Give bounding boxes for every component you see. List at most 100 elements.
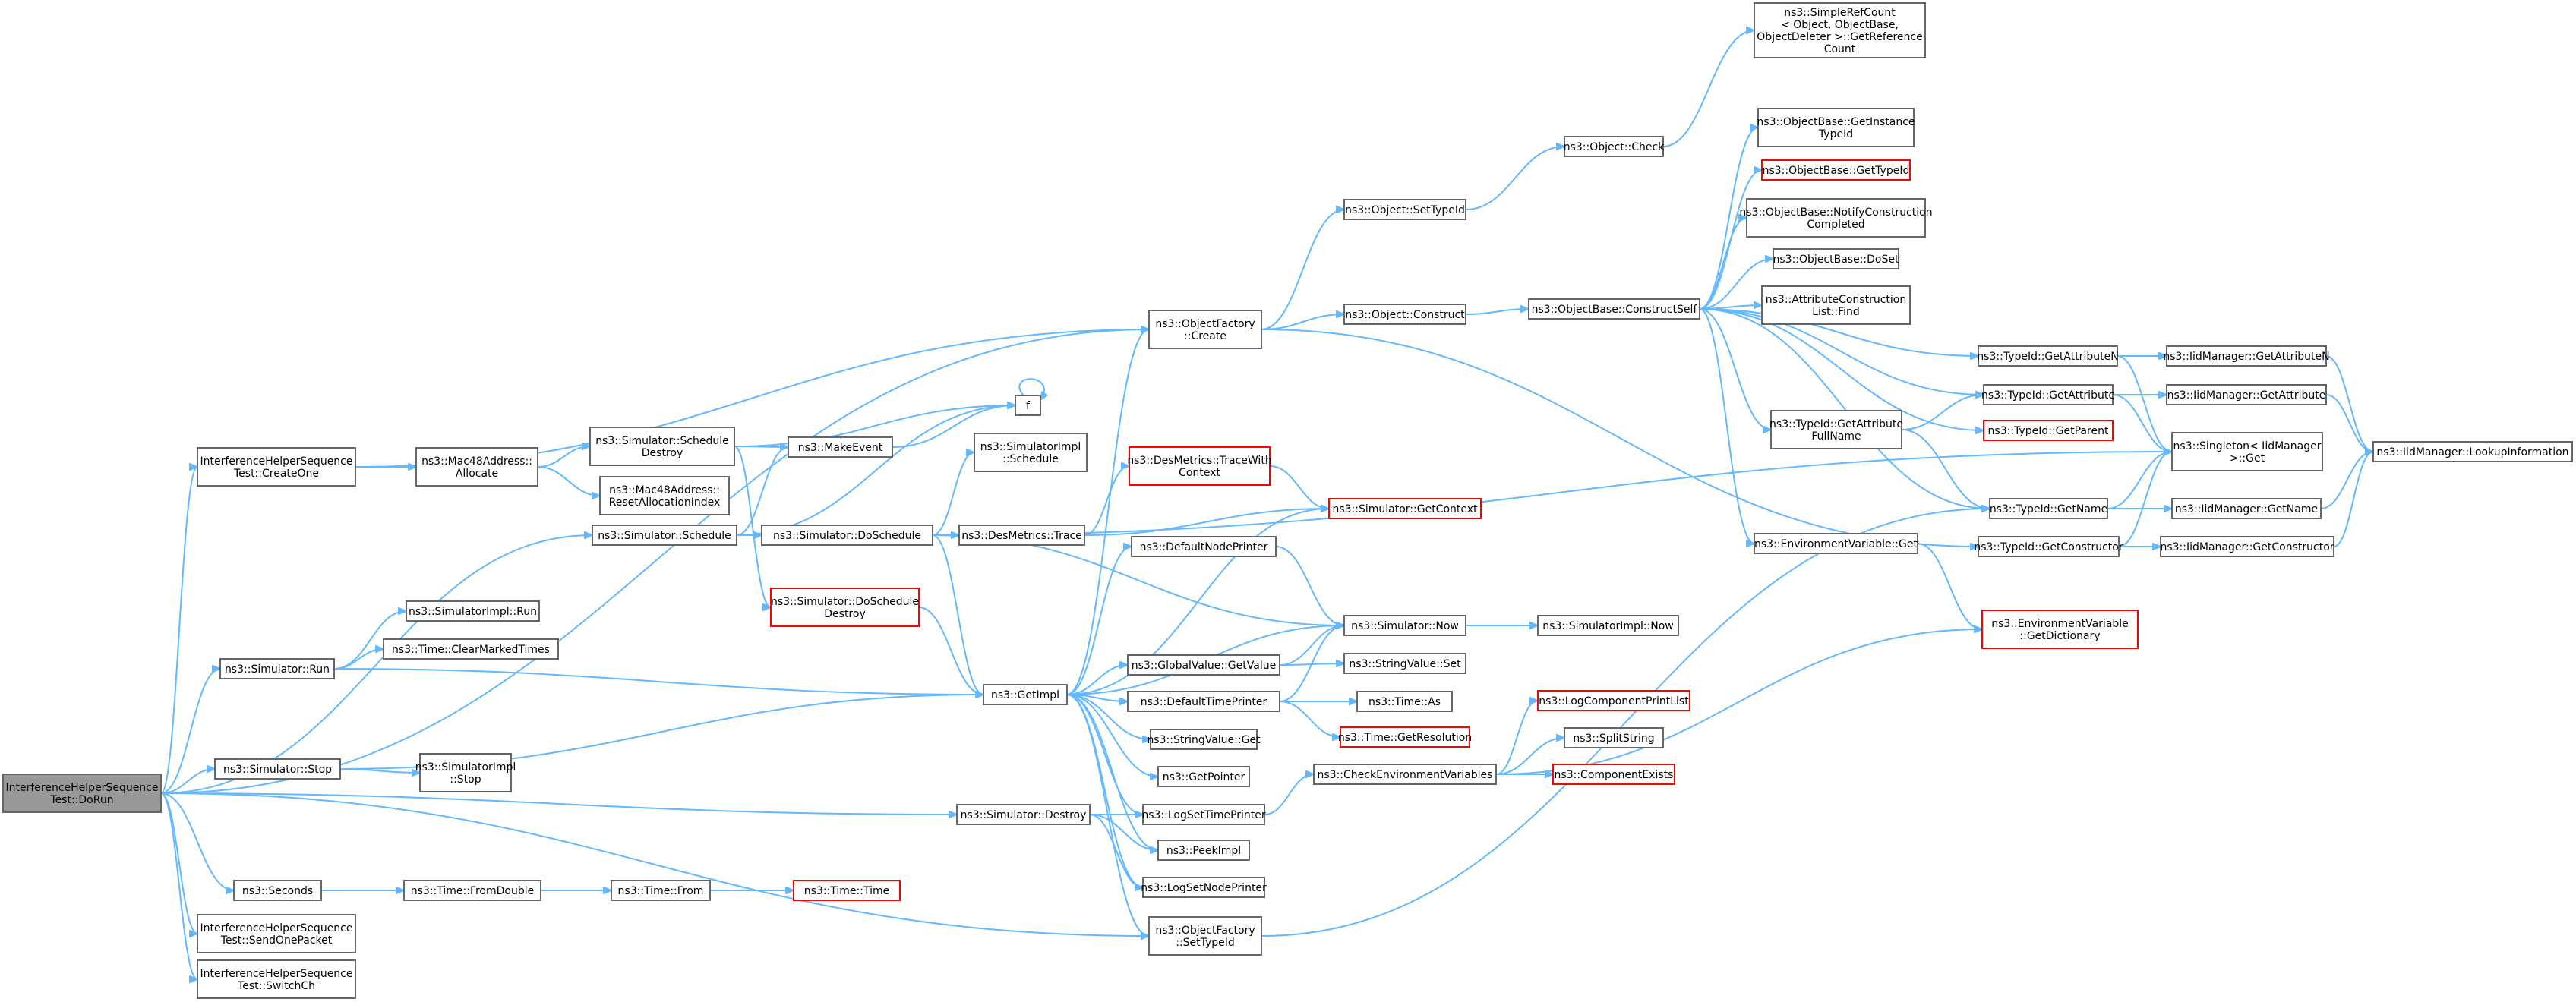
node-box [589,427,735,466]
node-label: < Object, ObjectBase, [1781,19,1899,31]
node-ob-doset[interactable]: ns3::ObjectBase::DoSet [1773,248,1899,269]
node-label: Context [1179,467,1220,479]
node-env-get-dict[interactable]: ns3::EnvironmentVariable::GetDictionary [1981,610,2139,649]
node-notify-constr[interactable]: ns3::ObjectBase::NotifyConstructionCompl… [1739,198,1933,238]
node-simimpl-now[interactable]: ns3::SimulatorImpl::Now [1537,615,1679,636]
node-log-comp-print[interactable]: ns3::LogComponentPrintList [1537,690,1690,711]
node-time-time[interactable]: ns3::Time::Time [793,880,901,901]
node-label: ns3::ObjectBase::ConstructSelf [1532,304,1698,316]
node-label: Test::SendOnePacket [220,934,333,947]
node-tid-get-name[interactable]: ns3::TypeId::GetName [1989,498,2108,519]
node-log-set-time[interactable]: ns3::LogSetTimePrinter [1141,804,1266,825]
node-iid-get-constructor[interactable]: ns3::IidManager::GetConstructor [2160,536,2334,557]
node-sim-schedule[interactable]: ns3::Simulator::Schedule [592,525,737,546]
node-iid-get-attrn[interactable]: ns3::IidManager::GetAttributeN [2163,345,2330,367]
node-send-one-packet[interactable]: InterferenceHelperSequenceTest::SendOneP… [197,914,356,953]
edge-make-event-to-f [892,405,1015,448]
node-string-get[interactable]: ns3::StringValue::Get [1147,729,1261,750]
node-time-from-double[interactable]: ns3::Time::FromDouble [403,880,541,901]
node-iid-get-name[interactable]: ns3::IidManager::GetName [2171,498,2322,519]
node-check-env[interactable]: ns3::CheckEnvironmentVariables [1313,764,1497,785]
node-f[interactable]: f [1015,395,1041,416]
node-simimpl-run[interactable]: ns3::SimulatorImpl::Run [406,600,540,622]
node-env-get[interactable]: ns3::EnvironmentVariable::Get [1754,533,1918,554]
node-construct-self[interactable]: ns3::ObjectBase::ConstructSelf [1528,298,1700,320]
node-sim-destroy[interactable]: ns3::Simulator::Destroy [956,804,1091,825]
node-obj-settypeid[interactable]: ns3::Object::SetTypeId [1343,199,1466,220]
node-box [415,447,538,487]
node-box [592,525,737,546]
node-create-one[interactable]: InterferenceHelperSequenceTest::CreateOn… [197,447,356,487]
node-desmetrics-trace[interactable]: ns3::DesMetrics::Trace [958,525,1085,546]
node-label: ns3::Simulator::DoSchedule [771,596,919,608]
node-box [1015,395,1041,416]
node-time-from[interactable]: ns3::Time::From [611,880,711,901]
node-box [219,658,335,679]
node-obj-construct[interactable]: ns3::Object::Construct [1343,304,1466,325]
node-sim-stop[interactable]: ns3::Simulator::Stop [214,758,341,780]
node-get-pointer[interactable]: ns3::GetPointer [1157,766,1250,787]
node-iid-lookup[interactable]: ns3::IidManager::LookupInformation [2372,441,2573,462]
node-string-set[interactable]: ns3::StringValue::Set [1343,653,1466,674]
node-mac48-reset[interactable]: ns3::Mac48Address::ResetAllocationIndex [599,476,730,515]
node-mac48-allocate[interactable]: ns3::Mac48Address::Allocate [415,447,538,487]
edge-construct-self-to-notify-constr [1699,218,1747,310]
node-split-string[interactable]: ns3::SplitString [1564,727,1664,748]
node-objfac-settype[interactable]: ns3::ObjectFactory::SetTypeId [1148,916,1262,956]
node-iid-get-attr[interactable]: ns3::IidManager::GetAttribute [2166,384,2327,405]
node-simimpl-stop[interactable]: ns3::SimulatorImpl::Stop [415,753,516,792]
node-tid-get-attr[interactable]: ns3::TypeId::GetAttribute [1981,384,2115,405]
node-label: ns3::DefaultNodePrinter [1140,541,1268,553]
edge-env-get-to-env-get-dict [1917,543,1982,629]
node-tid-get-constructor[interactable]: ns3::TypeId::GetConstructor [1974,536,2123,557]
node-refcount[interactable]: ns3::SimpleRefCount< Object, ObjectBase,… [1754,2,1926,58]
node-peek-impl[interactable]: ns3::PeekImpl [1157,840,1250,861]
node-default-time-printer[interactable]: ns3::DefaultTimePrinter [1127,691,1280,712]
node-ob-get-tid[interactable]: ns3::ObjectBase::GetTypeId [1761,159,1911,181]
node-make-event[interactable]: ns3::MakeEvent [788,436,893,458]
node-get-resolution[interactable]: ns3::Time::GetResolution [1338,726,1472,748]
node-label: ns3::TypeId::GetAttribute [1981,389,2115,402]
node-do-schedule[interactable]: ns3::Simulator::DoSchedule [761,525,933,546]
edge-objfac-settype-to-tid-get-name [1261,509,1990,937]
edge-tid-get-attr-fullname-to-tid-get-attr [1901,395,1984,430]
node-box [1343,199,1466,220]
node-label: ns3::PeekImpl [1166,845,1241,857]
node-get-context[interactable]: ns3::Simulator::GetContext [1328,498,1482,519]
node-label: ns3::EnvironmentVariable::Get [1754,538,1918,550]
node-singleton-get[interactable]: ns3::Singleton< IidManager >::Get [2171,432,2323,471]
node-objfac-create[interactable]: ns3::ObjectFactory::Create [1148,310,1262,349]
edge-construct-self-to-tid-get-attr [1699,308,1984,395]
node-tid-get-attrn[interactable]: ns3::TypeId::GetAttributeN [1977,345,2119,367]
node-default-node-printer[interactable]: ns3::DefaultNodePrinter [1131,536,1277,557]
node-sim-run[interactable]: ns3::Simulator::Run [219,658,335,679]
edge-iid-get-attrn-to-iid-lookup [2325,355,2373,452]
edge-construct-self-to-tid-get-attr-fullname [1699,308,1771,430]
node-comp-exists[interactable]: ns3::ComponentExists [1552,764,1675,785]
node-label: ns3::EnvironmentVariable [1991,618,2129,630]
node-label: ns3::AttributeConstruction [1766,294,1906,306]
node-obj-check[interactable]: ns3::Object::Check [1564,136,1665,157]
node-time-as[interactable]: ns3::Time::As [1356,691,1453,712]
node-clear-marked[interactable]: ns3::Time::ClearMarkedTimes [383,638,559,660]
node-global-get-value[interactable]: ns3::GlobalValue::GetValue [1127,654,1280,676]
node-seconds[interactable]: ns3::Seconds [233,880,322,901]
node-tid-get-parent[interactable]: ns3::TypeId::GetParent [1983,420,2114,441]
node-sim-now[interactable]: ns3::Simulator::Now [1343,615,1466,636]
edge-iid-get-constructor-to-iid-lookup [2333,452,2373,547]
edge-do-run-to-send-one-packet [160,792,197,934]
node-label: ns3::Object::SetTypeId [1345,204,1465,216]
node-get-impl[interactable]: ns3::GetImpl [983,684,1068,705]
node-simimpl-schedule[interactable]: ns3::SimulatorImpl::Schedule [974,433,1088,472]
edge-global-get-value-to-sim-now [1279,625,1344,666]
node-log-set-node[interactable]: ns3::LogSetNodePrinter [1141,877,1267,898]
node-box [1537,690,1690,711]
